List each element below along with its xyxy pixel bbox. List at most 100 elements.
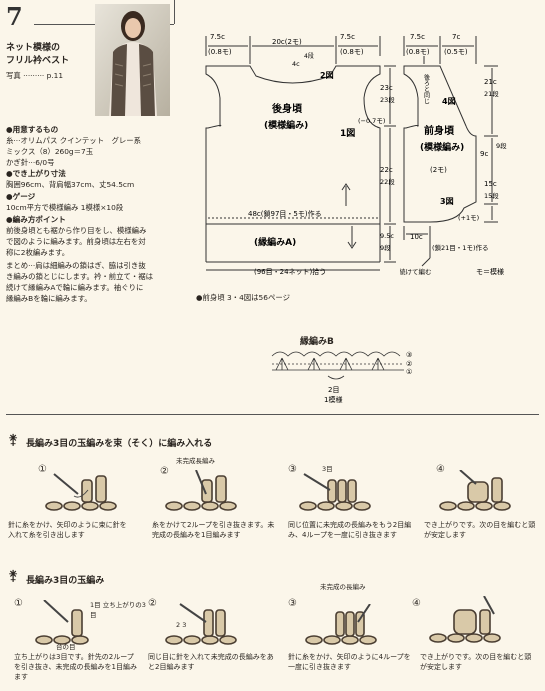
section-2-step-3-illustration [305, 604, 377, 645]
section-1-step-1-text: 針に糸をかけ、矢印のように束に針を入れて糸を引き出します [8, 521, 127, 539]
title-line-1: ネット模様の [6, 43, 61, 53]
photo-reference: 写真 ········· p.11 [6, 71, 64, 80]
back-dim-left: 7.5c [210, 33, 225, 41]
section-1-step-2-illustration [165, 470, 237, 511]
section-1-mark-icon: ⚵ [8, 432, 19, 448]
back-neck-rows: 4段 [304, 52, 314, 60]
edging-b-row-1: ① [406, 368, 412, 376]
back-dim-right: 7.5c [340, 33, 355, 41]
section-2-step-1-label: 1目 立ち上がりの3目 [90, 601, 146, 619]
section-2-step-4-text: でき上がりです。次の目を編むと頭が安定します [420, 653, 532, 671]
front-same-as-back-note: 後ろと同じ [423, 73, 430, 104]
back-figure-1: 1図 [340, 128, 355, 139]
section-2-step-2-illustration [165, 603, 237, 645]
points-line-3: 称に2枚編みます。 [6, 248, 70, 257]
points-line-4: まとめ···肩は細編みの鎖はぎ、脇は引き抜 [6, 261, 146, 270]
section-1-step-2-label: 未完成長編み [176, 457, 215, 465]
section-2-step-1-base-label: 台の目 [56, 643, 76, 651]
front-figure-4: 4図 [442, 97, 456, 106]
back-pickup-count: (96目・24ネット)拾う [254, 267, 326, 276]
edging-b-title: 縁編みB [300, 337, 334, 347]
section-2-step-2-number: ② [148, 598, 157, 609]
gauge-heading: ●ゲージ [6, 192, 36, 201]
back-subtitle: (模様編み) [264, 119, 308, 131]
front-dim-a-sub: (0.8モ) [406, 48, 430, 56]
section-1-step-4-text: でき上がりです。次の目を編むと頭が安定します [424, 521, 536, 539]
title-line-2: フリル衿ベスト [6, 56, 70, 66]
materials-heading: ●用意するもの [6, 125, 59, 134]
back-title: 後身頃 [272, 102, 303, 115]
front-title: 前身頃 [424, 124, 455, 137]
section-2-step-2-label: 2 3 [176, 621, 187, 629]
pattern-number: 7 [6, 2, 23, 31]
section-2-step-4-illustration [429, 596, 501, 643]
front-side-21: 21c [484, 78, 497, 86]
section-1-title: 長編み3目の玉編みを束（そく）に編み入れる [26, 439, 213, 449]
front-side-15-rows: 15段 [484, 191, 499, 200]
front-dim-b-sub: (0.5モ) [444, 48, 468, 56]
section-1-step-2-text: 糸をかけて2ループを引き抜きます。未完成の長編みを1目編みます [152, 521, 275, 539]
section-1-step-4-number: ④ [436, 464, 445, 475]
front-side-15: 15c [484, 180, 497, 188]
front-subtitle: (模様編み) [420, 141, 464, 153]
front-figure-3: 3図 [440, 197, 454, 206]
front-dim-a: 7.5c [410, 33, 425, 41]
front-side-21-rows: 21段 [484, 89, 499, 98]
back-armhole-rows: 23段 [380, 95, 395, 104]
pattern-legend: モ＝模様 [476, 267, 504, 276]
back-dim-center: 20c(2モ) [272, 38, 302, 46]
back-border-height: 9.5c [380, 232, 394, 240]
points-line-7: 縁編みBを輪に編みます。 [6, 294, 92, 303]
front-body-note: ●前身頃 3・4図は56ページ [196, 293, 290, 302]
back-decrease: (−0.7モ) [358, 117, 385, 125]
front-center: (2モ) [430, 166, 447, 174]
section-2-step-3-text: 針に糸をかけ、矢印のように4ループを一度に引き抜きます [288, 653, 411, 671]
section-1-step-1-number: ① [38, 464, 47, 475]
section-1-step-3-label: 3目 [322, 465, 333, 473]
back-body-diagram: 7.5c (0.8モ) 20c(2モ) 7.5c (0.8モ) 4段 4c 2図… [205, 33, 396, 276]
header-rule-vertical [174, 0, 175, 24]
back-border: (縁編みA) [254, 236, 296, 248]
materials-yarn-2: ミックス（8）260g＝7玉 [6, 147, 94, 156]
front-side-9-rows: 9段 [496, 141, 507, 150]
section-1-step-1-illustration [45, 473, 117, 511]
back-figure-2: 2図 [320, 71, 334, 80]
back-dim-right-sub: (0.8モ) [340, 48, 364, 56]
back-body-length: 22c [380, 166, 393, 174]
back-dim-left-sub: (0.8モ) [208, 48, 232, 56]
back-body-rows: 22段 [380, 177, 395, 186]
section-2-step-4-number: ④ [412, 598, 421, 609]
section-2-step-1-number: ① [14, 598, 23, 609]
section-2-mark-icon: ⚵ [8, 568, 19, 584]
section-2-step-2-text: 同じ目に針を入れて未完成の長編みをあと2目編みます [148, 653, 274, 671]
points-line-1: 前後身頃とも裾から作り目をし、模様編み [6, 226, 147, 235]
section-2-title: 長編み3目の玉編み [26, 576, 105, 586]
edging-b-stitch-count: 2目 [328, 386, 339, 394]
section-divider [6, 414, 539, 415]
section-1-step-3-number: ③ [288, 464, 297, 475]
points-line-2: で図のように編みます。前身頃は左右を対 [6, 237, 146, 246]
model-photo [95, 4, 170, 116]
back-border-rows: 9段 [380, 243, 391, 252]
front-dim-b: 7c [452, 33, 460, 41]
front-continue-note: 前と続けて編む [400, 267, 432, 276]
section-2-step-3-label: 未完成の長編み [320, 583, 366, 591]
edging-b-row-2: ② [406, 360, 412, 368]
materials-hook: かぎ針···6/0号 [6, 158, 55, 167]
front-increase: (+1モ) [458, 214, 479, 222]
back-armhole: 23c [380, 84, 393, 92]
section-1-step-3-illustration [299, 473, 371, 511]
section-2-step-3-number: ③ [288, 598, 297, 609]
back-hem-count: 48c(鎖97目・5モ)作る [248, 209, 322, 218]
front-hem: 10c [410, 233, 423, 241]
front-body-diagram: 7.5c (0.8モ) 7c (0.5モ) 後ろと同じ 4図 前身頃 (模様編み… [400, 33, 507, 276]
edging-b-row-3: ③ [406, 351, 412, 359]
section-1-step-3-text: 同じ位置に未完成の長編みをもう2目編み、4ループを一度に引き抜きます [288, 521, 412, 539]
points-line-5: き編みの鎖とじにします。衿・前立て・裾は [6, 272, 154, 281]
size-heading: ●でき上がり寸法 [6, 169, 66, 178]
edging-b-chart: ③ ② ① 2目 1模様 [271, 351, 412, 404]
front-hem-count: (鎖21目・1モ)作る [432, 243, 488, 252]
section-1-step-4-illustration [439, 470, 511, 511]
points-heading: ●編み方ポイント [6, 215, 66, 224]
front-side-9: 9c [480, 150, 488, 158]
